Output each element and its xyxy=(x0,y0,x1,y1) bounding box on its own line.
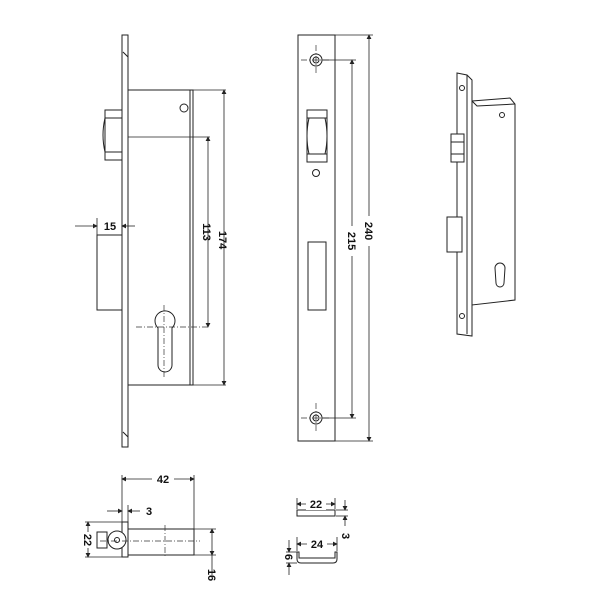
dim-22-strike-label: 22 xyxy=(310,499,322,511)
faceplate-front xyxy=(297,34,336,442)
dim-22-bolt-label: 22 xyxy=(81,534,93,546)
bolt-detail: 42 3 22 16 xyxy=(81,472,217,581)
dim-16-label: 16 xyxy=(205,569,217,581)
case-hole xyxy=(179,103,189,113)
small-hole xyxy=(312,169,320,177)
dim-174-label: 174 xyxy=(216,231,228,250)
perspective-view xyxy=(446,72,516,337)
dim-6-label: 6 xyxy=(282,554,294,560)
dim-113-label: 113 xyxy=(200,223,212,241)
dim-42-label: 42 xyxy=(157,474,169,486)
dim-24-label: 24 xyxy=(311,539,324,551)
bolt-side xyxy=(102,109,123,161)
latch-side xyxy=(96,234,123,311)
latch-slot xyxy=(307,241,327,311)
dim-3-strike-label: 3 xyxy=(339,533,351,539)
dim-3-bolt-label: 3 xyxy=(146,506,152,518)
side-view: 113 174 15 xyxy=(75,34,228,448)
dim-15-label: 15 xyxy=(104,221,116,233)
dim-215-label: 215 xyxy=(345,232,357,250)
keyhole xyxy=(154,310,176,373)
front-view: 215 240 xyxy=(297,34,376,442)
strike-detail: 22 3 24 6 xyxy=(282,498,351,575)
faceplate-side xyxy=(121,34,129,448)
screw-hole-top xyxy=(301,45,331,75)
strike-channel xyxy=(296,551,338,564)
dim-240-label: 240 xyxy=(362,222,374,240)
